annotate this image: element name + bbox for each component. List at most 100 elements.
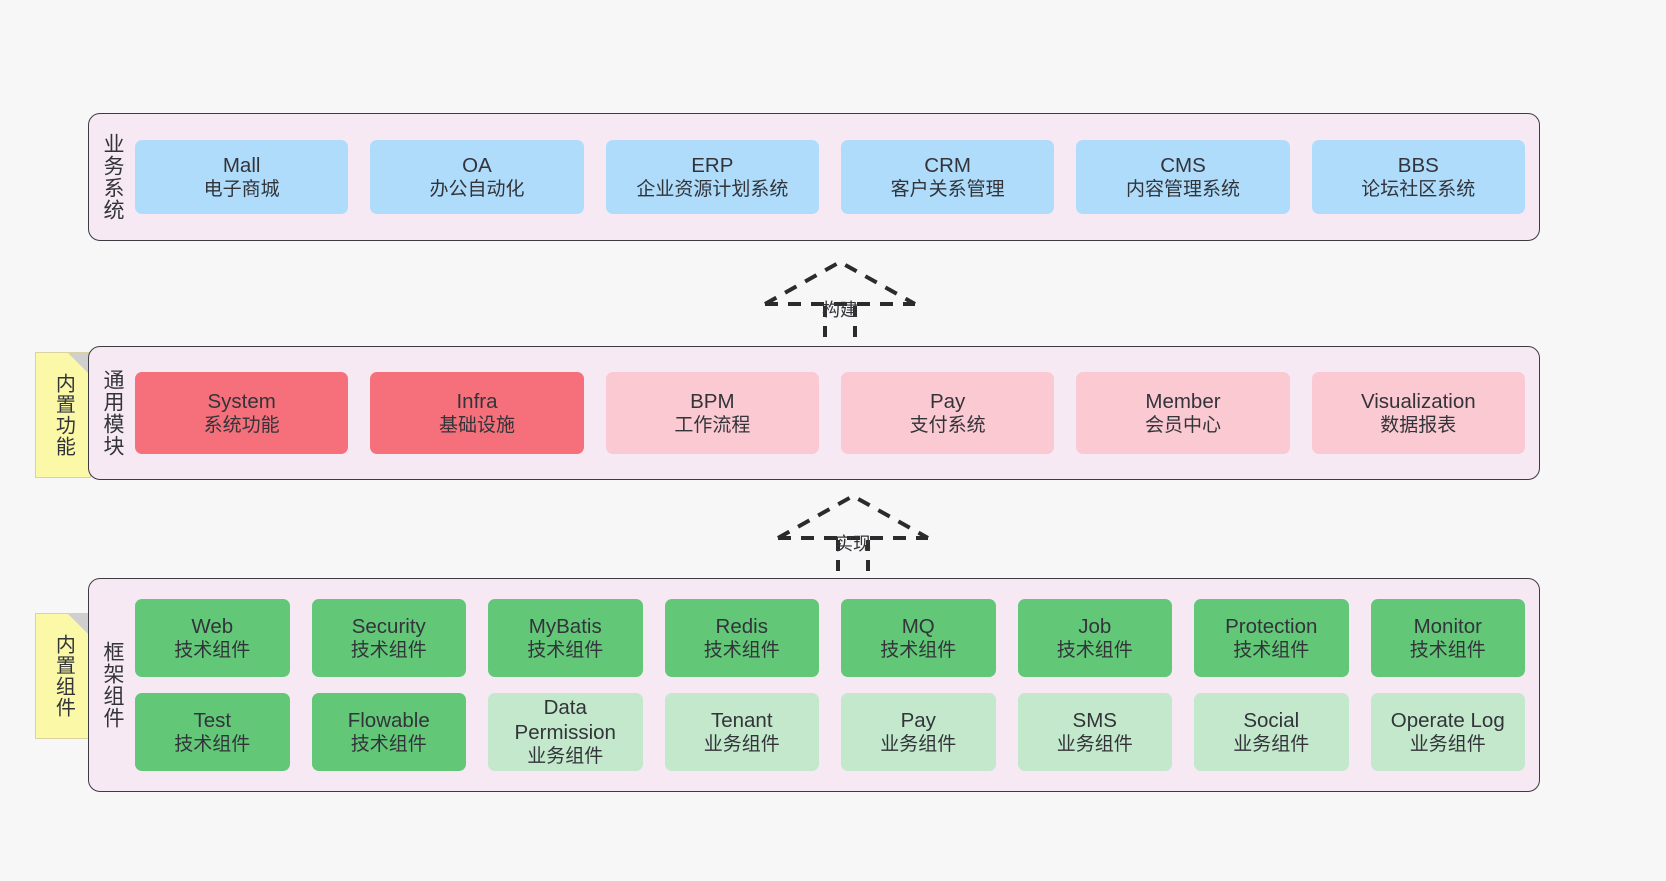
generalization-arrow-icon	[777, 493, 929, 584]
card-subtitle: 业务组件	[880, 733, 957, 755]
card-mall[interactable]: Mall 电子商城	[135, 140, 349, 214]
card-title: Web	[191, 614, 234, 638]
card-title: Test	[193, 708, 232, 732]
card-title: Security	[351, 614, 426, 638]
card-title: Visualization	[1360, 389, 1476, 413]
card-subtitle: 办公自动化	[429, 178, 525, 200]
card-redis[interactable]: Redis 技术组件	[664, 599, 819, 677]
card-subtitle: 会员中心	[1144, 414, 1221, 436]
card-title: Operate Log	[1390, 708, 1505, 732]
card-subtitle: 电子商城	[203, 178, 280, 200]
card-title: Data Permission	[514, 696, 616, 745]
card-web[interactable]: Web 技术组件	[135, 599, 290, 677]
card-member[interactable]: Member 会员中心	[1076, 372, 1290, 454]
card-row: Test 技术组件 Flowable 技术组件 Data Permission …	[135, 693, 1525, 771]
card-row: System 系统功能 Infra 基础设施 BPM 工作流程 Pay 支付系统…	[135, 372, 1525, 454]
card-title: BPM	[690, 389, 735, 413]
card-bbs[interactable]: BBS 论坛社区系统	[1311, 140, 1525, 214]
card-flowable[interactable]: Flowable 技术组件	[311, 693, 466, 771]
card-protection[interactable]: Protection 技术组件	[1194, 599, 1349, 677]
card-title: MQ	[901, 614, 935, 638]
card-subtitle: 客户关系管理	[890, 178, 1005, 200]
card-title: Social	[1243, 708, 1300, 732]
card-title: Protection	[1225, 614, 1318, 638]
card-subtitle: 技术组件	[350, 733, 427, 755]
card-title: Member	[1145, 389, 1221, 413]
card-title: OA	[462, 153, 492, 177]
layer-title-framework-component: 框架组件	[100, 641, 124, 729]
card-subtitle: 基础设施	[438, 414, 515, 436]
card-subtitle: 论坛社区系统	[1361, 178, 1476, 200]
card-subtitle: 数据报表	[1380, 414, 1457, 436]
card-system[interactable]: System 系统功能	[135, 372, 349, 454]
card-title: BBS	[1397, 153, 1439, 177]
card-infra[interactable]: Infra 基础设施	[370, 372, 584, 454]
card-cms[interactable]: CMS 内容管理系统	[1076, 140, 1290, 214]
card-oa[interactable]: OA 办公自动化	[370, 140, 584, 214]
card-crm[interactable]: CRM 客户关系管理	[840, 140, 1055, 214]
card-subtitle: 技术组件	[703, 639, 780, 661]
card-title: System	[207, 389, 276, 413]
note-builtin-function: 内置功能	[35, 352, 91, 478]
card-subtitle: 技术组件	[174, 639, 251, 661]
layer-business-system[interactable]: 业务系统 Mall 电子商城 OA 办公自动化 ERP 企业资源计划系统 CRM…	[88, 113, 1540, 241]
connector-build: 构建	[755, 258, 925, 350]
card-subtitle: 技术组件	[1056, 639, 1133, 661]
card-data-permission[interactable]: Data Permission 业务组件	[488, 693, 643, 771]
card-subtitle: 业务组件	[1409, 733, 1486, 755]
card-title: MyBatis	[528, 614, 602, 638]
card-subtitle: 工作流程	[674, 414, 751, 436]
card-title: Infra	[456, 389, 498, 413]
card-row: Mall 电子商城 OA 办公自动化 ERP 企业资源计划系统 CRM 客户关系…	[135, 140, 1525, 214]
card-visualization[interactable]: Visualization 数据报表	[1311, 372, 1525, 454]
layer-body-framework-component: Web 技术组件 Security 技术组件 MyBatis 技术组件 Redi…	[135, 579, 1539, 791]
note-builtin-component: 内置组件	[35, 613, 91, 739]
layer-body-common-module: System 系统功能 Infra 基础设施 BPM 工作流程 Pay 支付系统…	[135, 347, 1539, 479]
card-subtitle: 技术组件	[880, 639, 957, 661]
card-title: Tenant	[710, 708, 773, 732]
connector-label-implement: 实现	[835, 534, 871, 554]
card-title: Job	[1078, 614, 1112, 638]
note-fold-corner-icon	[68, 614, 90, 636]
card-subtitle: 业务组件	[1233, 733, 1310, 755]
card-test[interactable]: Test 技术组件	[135, 693, 290, 771]
card-subtitle: 支付系统	[909, 414, 986, 436]
card-row: Web 技术组件 Security 技术组件 MyBatis 技术组件 Redi…	[135, 599, 1525, 677]
card-subtitle: 业务组件	[527, 746, 604, 768]
card-bpm[interactable]: BPM 工作流程	[605, 372, 819, 454]
generalization-arrow-icon	[764, 259, 916, 350]
card-title: Monitor	[1413, 614, 1482, 638]
layer-title-business-system: 业务系统	[100, 133, 124, 221]
card-title: Mall	[222, 153, 261, 177]
card-subtitle: 内容管理系统	[1125, 178, 1240, 200]
card-title: Pay	[929, 389, 966, 413]
card-subtitle: 系统功能	[203, 414, 280, 436]
card-sms[interactable]: SMS 业务组件	[1017, 693, 1172, 771]
layer-common-module[interactable]: 通用模块 System 系统功能 Infra 基础设施 BPM 工作流程 Pay…	[88, 346, 1540, 480]
card-title: Redis	[715, 614, 768, 638]
card-mq[interactable]: MQ 技术组件	[841, 599, 996, 677]
card-pay-business[interactable]: Pay 业务组件	[841, 693, 996, 771]
layer-framework-component[interactable]: 框架组件 Web 技术组件 Security 技术组件 MyBatis 技术组件…	[88, 578, 1540, 792]
card-subtitle: 技术组件	[1409, 639, 1486, 661]
card-pay[interactable]: Pay 支付系统	[840, 372, 1055, 454]
card-monitor[interactable]: Monitor 技术组件	[1370, 599, 1525, 677]
card-job[interactable]: Job 技术组件	[1017, 599, 1172, 677]
card-erp[interactable]: ERP 企业资源计划系统	[605, 140, 819, 214]
card-subtitle: 企业资源计划系统	[636, 178, 789, 200]
card-title: SMS	[1072, 708, 1117, 732]
card-operate-log[interactable]: Operate Log 业务组件	[1370, 693, 1525, 771]
layer-title-common-module: 通用模块	[100, 369, 124, 457]
connector-label-build: 构建	[822, 300, 858, 320]
card-mybatis[interactable]: MyBatis 技术组件	[488, 599, 643, 677]
card-subtitle: 业务组件	[703, 733, 780, 755]
card-subtitle: 技术组件	[350, 639, 427, 661]
card-subtitle: 技术组件	[527, 639, 604, 661]
card-subtitle: 技术组件	[174, 733, 251, 755]
note-fold-corner-icon	[68, 353, 90, 375]
card-security[interactable]: Security 技术组件	[311, 599, 466, 677]
card-tenant[interactable]: Tenant 业务组件	[664, 693, 819, 771]
card-title: CRM	[924, 153, 971, 177]
card-social[interactable]: Social 业务组件	[1194, 693, 1349, 771]
